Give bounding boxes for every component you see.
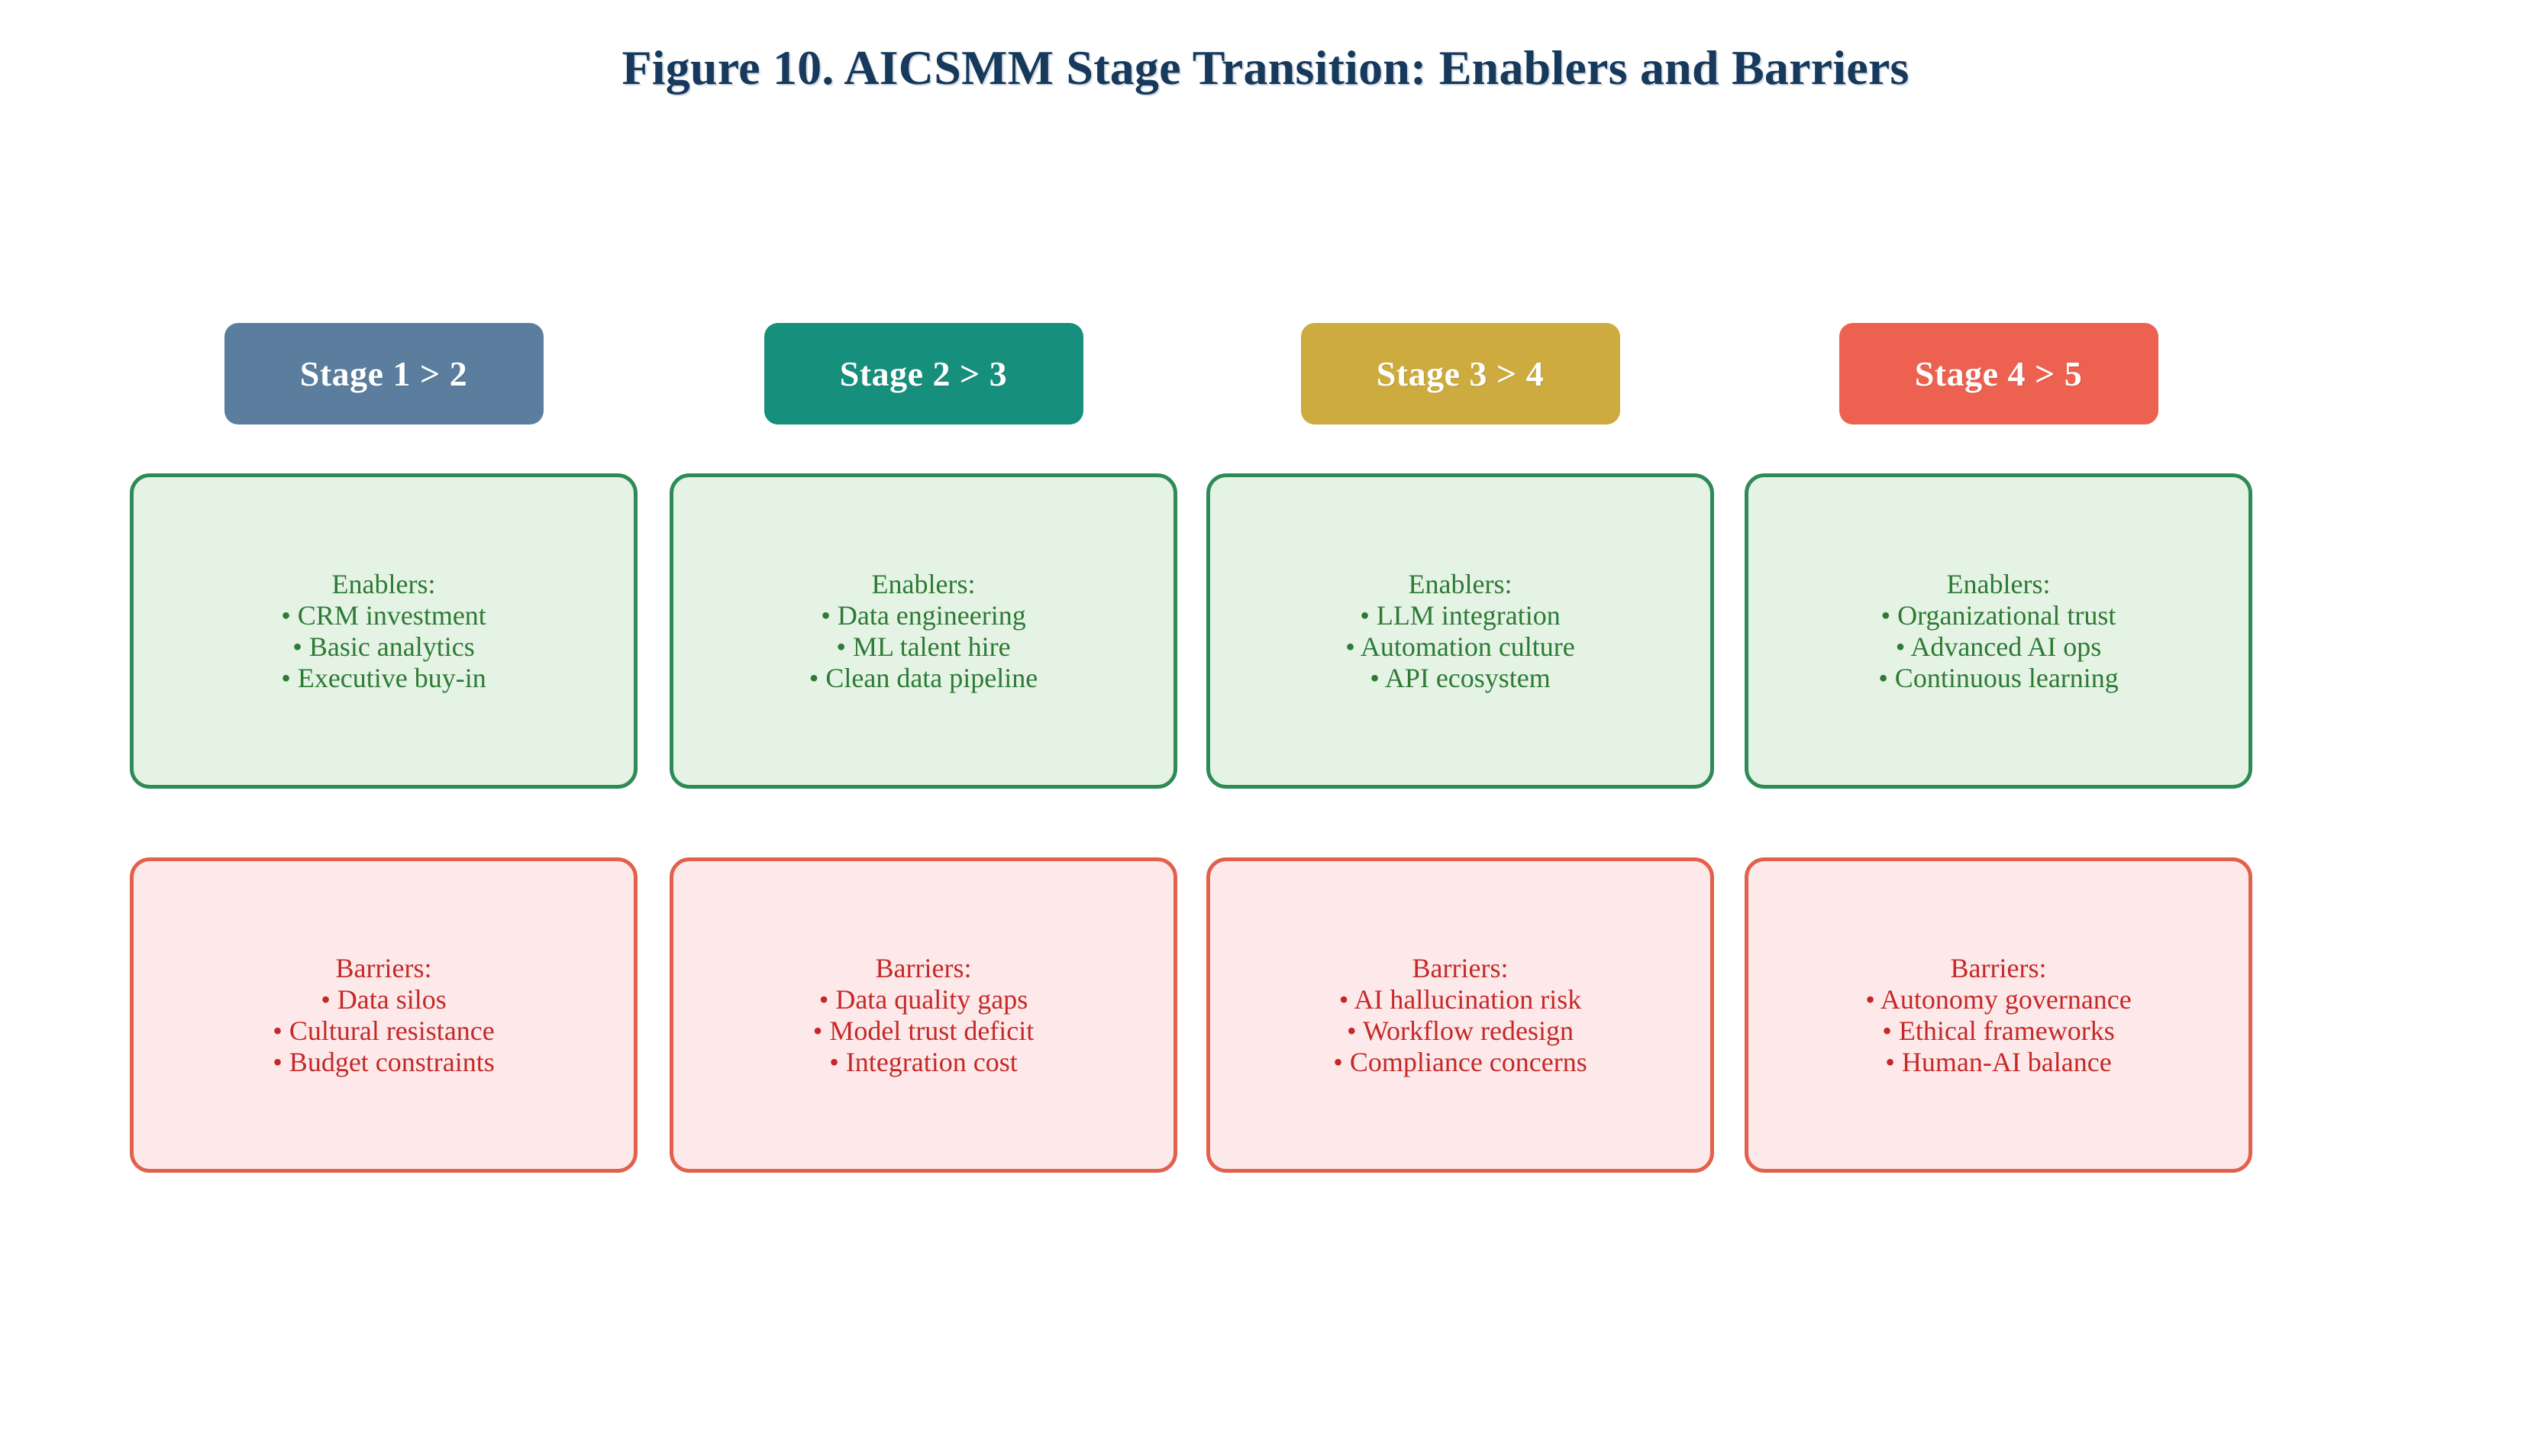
stage-header-3[interactable]: Stage 3 > 4 [1300, 323, 1620, 425]
barriers-text-3: Barriers: • AI hallucination risk • Work… [1333, 952, 1587, 1077]
stage-header-4[interactable]: Stage 4 > 5 [1839, 323, 2158, 425]
stage-header-label-2: Stage 2 > 3 [839, 354, 1008, 393]
enablers-card-2[interactable]: Enablers: • Data engineering • ML talent… [670, 473, 1177, 789]
stage-column-3: Stage 3 > 4 Enablers: • LLM integration … [1206, 0, 1714, 1456]
enablers-card-3[interactable]: Enablers: • LLM integration • Automation… [1206, 473, 1714, 789]
enablers-text-3: Enablers: • LLM integration • Automation… [1345, 568, 1575, 693]
stage-column-1: Stage 1 > 2 Enablers: • CRM investment •… [130, 0, 638, 1456]
stage-column-4: Stage 4 > 5 Enablers: • Organizational t… [1745, 0, 2252, 1456]
barriers-card-1[interactable]: Barriers: • Data silos • Cultural resist… [130, 857, 638, 1173]
barriers-text-4: Barriers: • Autonomy governance • Ethica… [1865, 952, 2132, 1077]
stage-header-1[interactable]: Stage 1 > 2 [224, 323, 544, 425]
page-title: Figure 10. AICSMM Stage Transition: Enab… [621, 40, 1910, 95]
barriers-card-2[interactable]: Barriers: • Data quality gaps • Model tr… [670, 857, 1177, 1173]
barriers-card-3[interactable]: Barriers: • AI hallucination risk • Work… [1206, 857, 1714, 1173]
enablers-card-4[interactable]: Enablers: • Organizational trust • Advan… [1745, 473, 2252, 789]
stage-header-label-4: Stage 4 > 5 [1914, 354, 2083, 393]
stage-header-label-1: Stage 1 > 2 [299, 354, 468, 393]
barriers-text-1: Barriers: • Data silos • Cultural resist… [273, 952, 495, 1077]
stage-column-2: Stage 2 > 3 Enablers: • Data engineering… [670, 0, 1177, 1456]
enablers-text-2: Enablers: • Data engineering • ML talent… [809, 568, 1038, 693]
barriers-card-4[interactable]: Barriers: • Autonomy governance • Ethica… [1745, 857, 2252, 1173]
stage-header-2[interactable]: Stage 2 > 3 [763, 323, 1083, 425]
barriers-text-2: Barriers: • Data quality gaps • Model tr… [812, 952, 1035, 1077]
stage-header-label-3: Stage 3 > 4 [1376, 354, 1545, 393]
enablers-card-1[interactable]: Enablers: • CRM investment • Basic analy… [130, 473, 638, 789]
enablers-text-4: Enablers: • Organizational trust • Advan… [1878, 568, 2119, 693]
enablers-text-1: Enablers: • CRM investment • Basic analy… [281, 568, 486, 693]
